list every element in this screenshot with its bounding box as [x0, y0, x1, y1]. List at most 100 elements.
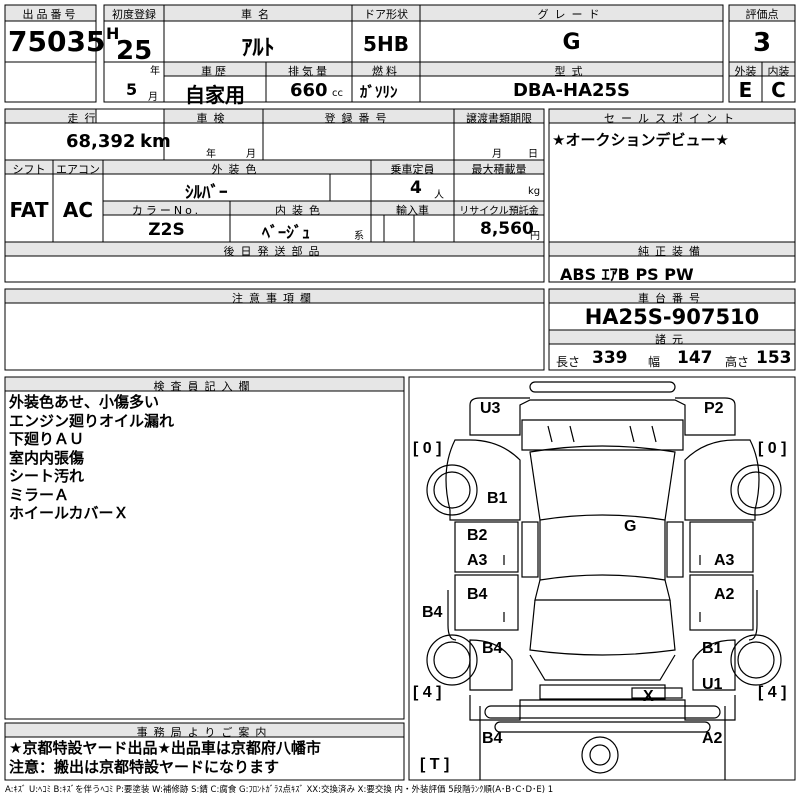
- sales-point-label: セールスポイント: [604, 112, 740, 125]
- fuel: ｶﾞｿﾘﾝ: [360, 83, 398, 101]
- max-load-unit: kg: [528, 186, 541, 197]
- shift-label: シフト: [12, 163, 46, 176]
- month-unit: 月: [148, 92, 158, 103]
- first-reg-label: 初度登録: [112, 8, 156, 21]
- grade: G: [562, 30, 581, 55]
- length-label: 長さ: [556, 355, 581, 369]
- color-no-label: カラーNo.: [131, 204, 202, 217]
- shift: FAT: [9, 198, 49, 222]
- transfer-day-unit: 日: [528, 149, 538, 160]
- interior-label: 内装: [767, 65, 790, 78]
- recycle: 8,560: [480, 219, 534, 239]
- era: H: [106, 24, 120, 43]
- grade-label: グレード: [537, 8, 606, 21]
- interior-grade: C: [771, 78, 786, 102]
- damage-code-u1: U1: [702, 676, 723, 693]
- inspector-label: 検査員記入欄: [153, 380, 256, 393]
- inspector-line: 外装色あせ、小傷多い: [9, 393, 160, 411]
- damage-code-b4-side: B4: [422, 604, 443, 621]
- inspection-year-unit: 年: [206, 149, 216, 160]
- recycle-unit: 円: [530, 231, 540, 242]
- car-name-label: 車名: [241, 8, 275, 21]
- damage-code-b4-door: B4: [467, 586, 488, 603]
- equipment: ABS ｴｱB PS PW: [560, 265, 694, 284]
- lot-label: 出品番号: [22, 8, 79, 21]
- inspection-label: 車検: [196, 112, 231, 125]
- damage-code-x: X: [643, 688, 654, 705]
- inspector-line: ミラーＡ: [9, 485, 70, 504]
- damage-code-b1-front: B1: [487, 490, 508, 507]
- inspector-line: ホイールカバーＸ: [9, 504, 129, 522]
- exterior-label: 外装: [734, 65, 757, 78]
- notes-label: 注意事項欄: [232, 292, 317, 305]
- inspector-notes: 外装色あせ、小傷多い エンジン廻りオイル漏れ 下廻りＡＵ 室内内張傷 シート汚れ…: [9, 393, 174, 523]
- chassis-label: 車台番号: [638, 292, 706, 305]
- ac-label: エアコン: [56, 163, 100, 176]
- lot-number: 75035: [8, 25, 106, 58]
- length: 339: [592, 348, 628, 368]
- tire-spare: [ T ]: [420, 756, 450, 773]
- specs-label: 諸元: [655, 333, 689, 346]
- inspector-line: エンジン廻りオイル漏れ: [9, 411, 175, 430]
- mileage: 68,392: [66, 131, 136, 152]
- damage-code-b4-rear: B4: [482, 640, 503, 657]
- tire-rr: [ 4 ]: [758, 684, 787, 701]
- interior-color-label: 内装色: [275, 204, 326, 217]
- score-label: 評価点: [745, 8, 779, 21]
- office-label: 事務局よりご案内: [136, 726, 273, 739]
- model: DBA-HA25S: [512, 80, 631, 101]
- damage-code-g: G: [624, 518, 637, 535]
- mileage-label: 走行: [67, 112, 102, 125]
- width-label: 幅: [648, 355, 661, 369]
- displacement-unit: cc: [332, 88, 343, 99]
- inspector-line: 下廻りＡＵ: [9, 430, 85, 448]
- damage-code-b1-rear: B1: [702, 640, 723, 657]
- car-name: ｱﾙﾄ: [241, 36, 275, 61]
- history: 自家用: [185, 83, 245, 107]
- damage-code-u3: U3: [480, 400, 501, 417]
- max-load-label: 最大積載量: [471, 163, 527, 176]
- ac: AC: [62, 198, 94, 222]
- interior-color-unit: 系: [354, 231, 364, 242]
- tire-rl: [ 4 ]: [413, 684, 442, 701]
- tire-fr: [ 0 ]: [758, 440, 787, 457]
- reg-no-label: 登録番号: [324, 112, 393, 125]
- width: 147: [677, 348, 713, 368]
- tire-fl: [ 0 ]: [413, 440, 442, 457]
- interior-color: ﾍﾞｰｼﾞｭ: [262, 223, 311, 242]
- year-unit: 年: [150, 66, 160, 77]
- damage-code-p2: P2: [704, 400, 724, 417]
- inspection-month-unit: 月: [246, 149, 256, 160]
- capacity-label: 乗車定員: [390, 163, 435, 176]
- inspector-line: シート汚れ: [9, 467, 85, 485]
- capacity-unit: 人: [434, 190, 444, 201]
- height-label: 高さ: [725, 355, 750, 369]
- inspector-line: 室内内張傷: [9, 448, 85, 467]
- exterior-grade: E: [738, 78, 753, 102]
- damage-code-a2-bottom: A2: [702, 730, 723, 747]
- reg-month: 5: [126, 80, 138, 99]
- damage-code-b2: B2: [467, 527, 488, 544]
- door-label: ドア形状: [364, 8, 408, 21]
- color-label: 外装色: [211, 163, 263, 176]
- model-label: 型式: [554, 65, 589, 78]
- color: ｼﾙﾊﾞｰ: [185, 183, 228, 203]
- fuel-label: 燃料: [372, 65, 400, 78]
- damage-code-b4-bottom: B4: [482, 730, 503, 747]
- import-label: 輸入車: [396, 204, 429, 217]
- history-label: 車歴: [201, 65, 229, 78]
- transfer-label: 譲渡書類期限: [466, 112, 532, 125]
- damage-code-a2-door: A2: [714, 586, 735, 603]
- displacement: 660: [290, 80, 328, 101]
- equipment-label: 純正装備: [638, 245, 706, 258]
- score: 3: [752, 28, 772, 58]
- displacement-label: 排気量: [288, 65, 330, 78]
- mileage-unit: km: [140, 131, 171, 152]
- office-notes: ★京都特設ヤード出品★出品車は京都府八幡市 注意：搬出は京都特設ヤードになります: [9, 739, 321, 777]
- later-parts-label: 後日発送部品: [223, 245, 326, 258]
- color-no: Z2S: [148, 220, 185, 240]
- legend: A:ｷｽﾞ U:ﾍｺﾐ B:ｷｽﾞを伴うﾍｺﾐ P:要塗装 W:補修跡 S:錆 …: [5, 785, 554, 795]
- height: 153: [756, 348, 792, 368]
